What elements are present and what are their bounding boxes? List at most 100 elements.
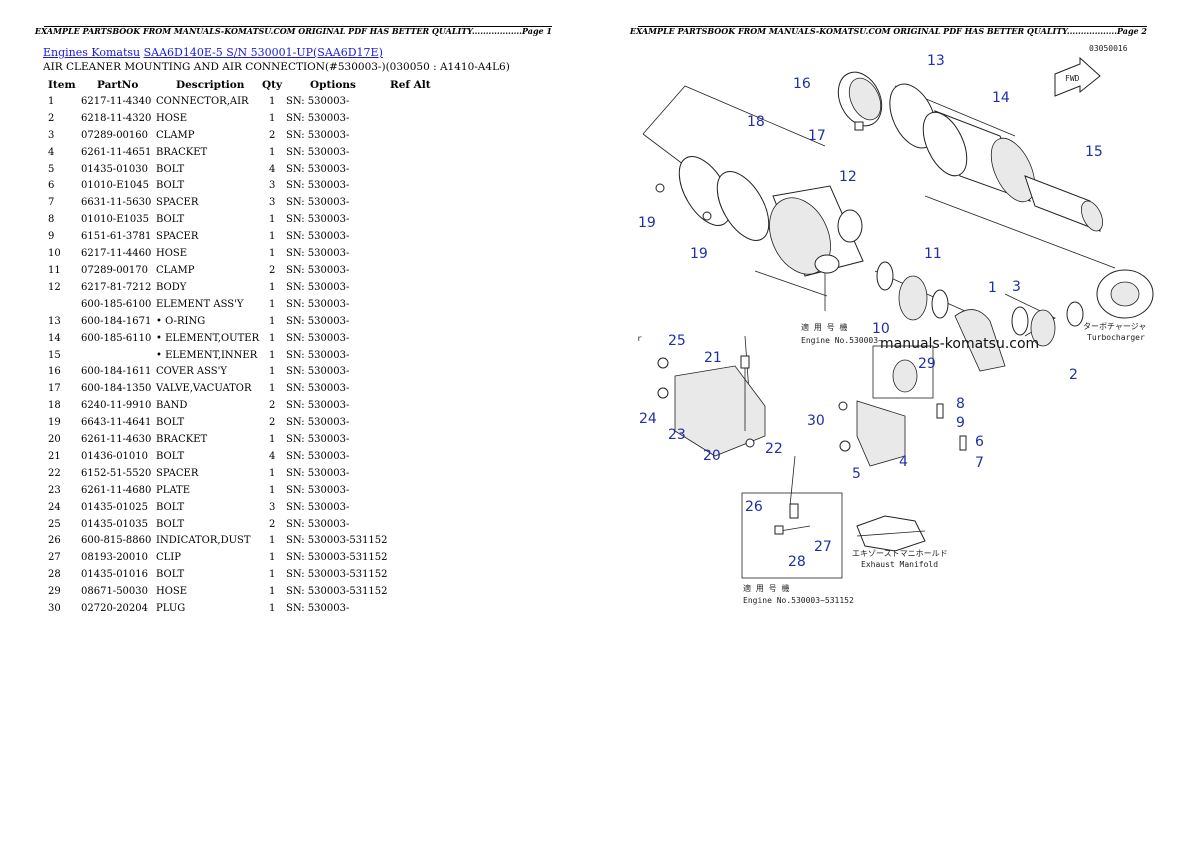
cell-options: SN: 530003- (286, 95, 350, 107)
cell-options: SN: 530003- (286, 129, 350, 141)
cell-partno: 600-185-6110 (81, 332, 152, 344)
breadcrumb-link-engines[interactable]: Engines Komatsu (43, 46, 141, 59)
bracket-part (838, 400, 967, 467)
cell-qty: 1 (269, 552, 276, 564)
cell-ref-alt (390, 533, 431, 550)
cell-ref-alt (390, 601, 431, 618)
dust-indicator-part (789, 503, 799, 519)
cell-ref-alt (390, 263, 431, 280)
cell-ref-alt (390, 567, 431, 584)
section-title: AIR CLEANER MOUNTING AND AIR CONNECTION(… (43, 61, 510, 73)
cell-item: 19 (48, 417, 61, 429)
cell-description: BOLT (156, 214, 185, 226)
callout-22: 22 (765, 441, 783, 457)
cell-item: 28 (48, 569, 61, 581)
cell-description: CLAMP (156, 264, 195, 276)
exhaust-manifold-outline (856, 515, 926, 552)
manifold-label-jp: エキゾーストマニホールド (852, 549, 948, 558)
outer-element-part (922, 110, 1036, 203)
cell-item: 27 (48, 552, 61, 564)
cell-item: 1 (48, 95, 55, 107)
edge-mark: r (637, 334, 642, 343)
callout-27: 27 (814, 539, 832, 555)
cell-qty: 3 (269, 501, 276, 513)
manifold-label-en: Exhaust Manifold (861, 560, 938, 569)
cell-options: SN: 530003- (286, 366, 350, 378)
cell-ref-alt (390, 229, 431, 246)
bolt-part (702, 211, 712, 221)
cell-qty: 1 (269, 112, 276, 124)
cell-qty: 3 (269, 197, 276, 209)
cell-partno: 01436-01010 (81, 450, 149, 462)
cell-options: SN: 530003- (286, 332, 350, 344)
cell-partno: 08193-20010 (81, 552, 149, 564)
cell-item: 8 (48, 214, 55, 226)
cell-partno: 01435-01030 (81, 163, 149, 175)
cell-description: SPACER (156, 231, 199, 243)
cell-description: BAND (156, 400, 188, 412)
page-header-text: EXAMPLE PARTSBOOK FROM MANUALS-KOMATSU.C… (34, 26, 552, 36)
cell-options: SN: 530003- (286, 180, 350, 192)
cell-ref-alt (390, 364, 431, 381)
callout-13: 13 (927, 53, 945, 69)
callout-14: 14 (992, 90, 1010, 106)
callout-8: 8 (956, 396, 965, 412)
cell-ref-alt (390, 517, 431, 534)
callout-19: 19 (690, 246, 708, 262)
cell-qty: 1 (269, 315, 276, 327)
clamp-part (876, 261, 894, 291)
cell-description: BOLT (156, 569, 185, 581)
cell-partno: 07289-00160 (81, 129, 149, 141)
cell-options: SN: 530003- (286, 281, 350, 293)
cell-ref-alt (390, 449, 431, 466)
cell-description: COVER ASS'Y (156, 366, 228, 378)
cell-partno: 600-185-6100 (81, 298, 152, 310)
cell-partno: 6261-11-4630 (81, 434, 152, 446)
breadcrumb-link-model[interactable]: SAA6D140E-5 S/N 530001-UP(SAA6D17E) (143, 46, 383, 59)
cell-description: ELEMENT ASS'Y (156, 298, 244, 310)
page-header: EXAMPLE PARTSBOOK FROM MANUALS-KOMATSU.C… (35, 26, 552, 36)
cell-description: BRACKET (156, 146, 208, 158)
cell-item: 25 (48, 518, 61, 530)
cell-partno: 6217-11-4460 (81, 248, 152, 260)
turbo-label-jp: ターボチャージャ (1083, 322, 1146, 331)
cell-options: SN: 530003- (286, 417, 350, 429)
cell-item: 30 (48, 603, 61, 615)
callout-17: 17 (808, 128, 826, 144)
cell-options: SN: 530003- (286, 450, 350, 462)
cell-item: 20 (48, 434, 61, 446)
breadcrumb: Engines Komatsu SAA6D140E-5 S/N 530001-U… (43, 46, 383, 59)
page-header: EXAMPLE PARTSBOOK FROM MANUALS-KOMATSU.C… (630, 26, 1147, 36)
cell-ref-alt (390, 246, 431, 263)
cell-item: 9 (48, 231, 55, 243)
drawing-code: 03050016 (1089, 44, 1128, 53)
serial-label-en: Engine No.530003~531152 (743, 596, 854, 605)
cell-description: BOLT (156, 180, 185, 192)
cell-description: BOLT (156, 450, 185, 462)
inner-element-part (1024, 175, 1103, 232)
callout-20: 20 (703, 448, 721, 464)
cell-ref-alt (390, 432, 431, 449)
air-cleaner-body-part (769, 185, 864, 277)
callout-23: 23 (668, 427, 686, 443)
cell-options: SN: 530003-531152 (286, 586, 388, 598)
cell-description: CLIP (156, 552, 181, 564)
hose-part (898, 275, 928, 321)
cell-partno: 01010-E1045 (81, 180, 149, 192)
cell-options: SN: 530003- (286, 214, 350, 226)
cell-description: PLUG (156, 603, 186, 615)
callout-18: 18 (747, 114, 765, 130)
cell-item: 6 (48, 180, 55, 192)
cell-partno: 01435-01025 (81, 501, 149, 513)
cell-qty: 2 (269, 417, 276, 429)
callout-9: 9 (956, 415, 965, 431)
cell-qty: 1 (269, 434, 276, 446)
cell-partno: 6631-11-5630 (81, 197, 152, 209)
